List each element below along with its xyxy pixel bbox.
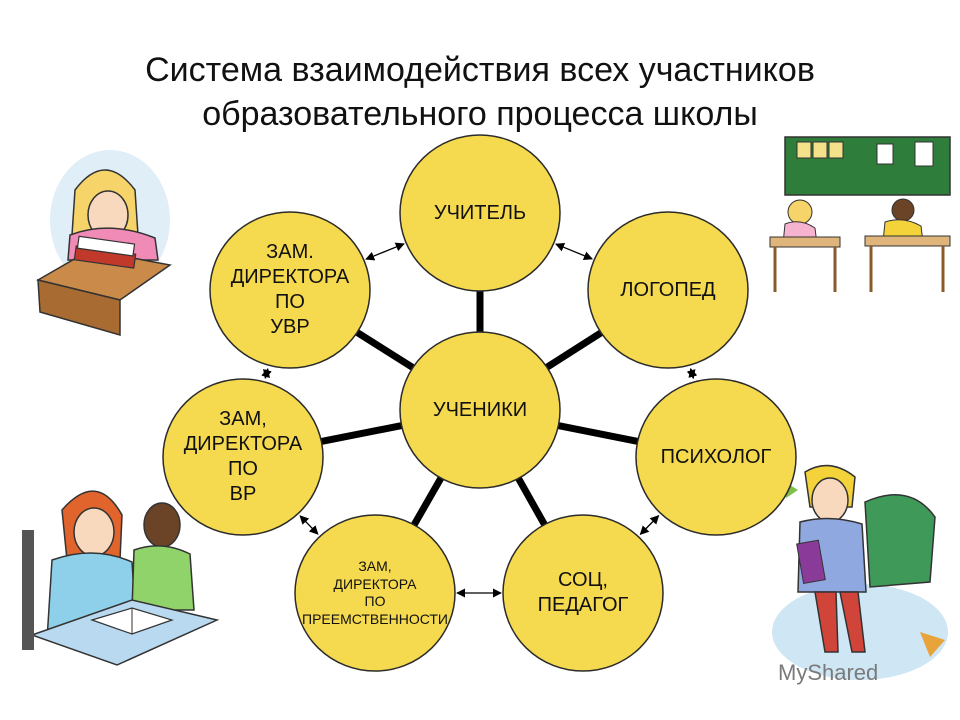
node-deputy-vr-line: ВР: [229, 483, 257, 505]
node-deputy-continuity-line: ПО: [364, 593, 386, 609]
link-deputy-uvr-teacher: [365, 242, 405, 261]
node-social-pedagogue-line: СОЦ,: [558, 569, 608, 591]
classroom-illustration: [765, 132, 955, 297]
node-deputy-vr-line: ЗАМ,: [219, 408, 267, 430]
node-social-pedagogue-label: СОЦ, ПЕДАГОГ: [503, 513, 663, 673]
node-deputy-continuity-line: ЗАМ,: [358, 558, 392, 574]
node-deputy-continuity-circle: [294, 514, 456, 672]
node-social-pedagogue-line: ПЕДАГОГ: [537, 594, 629, 616]
node-deputy-vr-label: ЗАМ, ДИРЕКТОРА ПО ВР: [163, 377, 323, 537]
node-speech-therapist-line: ЛОГОПЕД: [620, 278, 716, 301]
node-deputy-uvr-line: ЗАМ.: [266, 241, 314, 263]
node-deputy-vr-circle: [162, 378, 324, 536]
title-line-1: Система взаимодействия всех участников: [145, 51, 815, 89]
center-node-label: УЧЕНИКИ: [432, 398, 528, 421]
watermark-text: MyShared: [778, 660, 879, 685]
node-psychologist-circle: [635, 378, 797, 536]
student-reading-illustration: [36, 150, 172, 336]
node-deputy-uvr-label: ЗАМ. ДИРЕКТОРА ПО УВР: [210, 210, 370, 370]
center-node-circle: [399, 331, 561, 489]
node-speech-therapist-circle: [587, 211, 749, 369]
boy-with-backpack-illustration: [772, 464, 948, 680]
node-deputy-vr-line: ДИРЕКТОРА: [183, 433, 303, 455]
node-deputy-uvr-circle: [209, 211, 371, 369]
node-teacher-label: УЧИТЕЛЬ: [400, 133, 560, 293]
node-psychologist-label: ПСИХОЛОГ: [636, 377, 796, 537]
node-deputy-uvr-line: УВР: [270, 316, 310, 338]
node-deputy-continuity-line: ДИРЕКТОРА: [333, 575, 417, 592]
node-deputy-continuity-line: ПРЕЕМСТВЕННОСТИ: [302, 610, 448, 627]
link-speech-therapist-psychologist: [686, 367, 698, 380]
node-teacher-line: УЧИТЕЛЬ: [433, 201, 527, 224]
watermark: MyShared: [778, 660, 878, 686]
node-deputy-vr-line: ПО: [228, 458, 258, 480]
link-teacher-speech-therapist: [555, 242, 593, 261]
node-deputy-uvr-line: ДИРЕКТОРА: [230, 266, 350, 288]
link-deputy-continuity-deputy-vr: [299, 515, 319, 535]
slide-title: Система взаимодействия всех участников о…: [0, 48, 960, 136]
node-speech-therapist-label: ЛОГОПЕД: [588, 210, 748, 370]
node-teacher-circle: [399, 134, 561, 292]
teacher-and-student-illustration: [22, 490, 220, 666]
link-deputy-vr-deputy-uvr: [261, 368, 272, 379]
node-psychologist-line: ПСИХОЛОГ: [660, 445, 772, 468]
node-deputy-uvr-line: ПО: [275, 291, 305, 313]
node-social-pedagogue-circle: [502, 514, 664, 672]
link-psychologist-social-pedagogue: [639, 514, 660, 536]
title-line-2: образовательного процесса школы: [202, 95, 758, 133]
